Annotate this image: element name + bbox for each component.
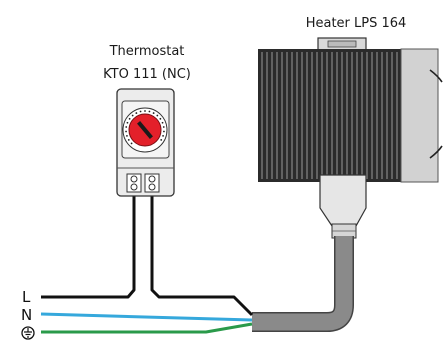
thermostat-terminals	[126, 173, 160, 193]
heater-clip-top	[429, 69, 443, 83]
scale-tick	[125, 126, 128, 128]
scale-tick	[126, 134, 128, 137]
wire-n	[40, 312, 253, 322]
heater-front-panel	[400, 48, 439, 183]
heater-label: Heater LPS 164	[306, 16, 407, 31]
heater-cap-slot	[327, 40, 357, 48]
heater-fins	[261, 52, 398, 179]
thermostat-label-line2: KTO 111 (NC)	[103, 67, 191, 82]
scale-tick	[125, 130, 127, 133]
scale-tick	[148, 110, 151, 113]
scale-tick	[162, 134, 164, 137]
thermostat-label-line1: Thermostat	[109, 44, 185, 59]
scale-tick	[160, 139, 163, 141]
scale-tick	[135, 112, 138, 114]
wires	[40, 196, 254, 334]
thermostat-scale-ticks	[125, 110, 165, 145]
heater-cable-outline	[252, 236, 354, 332]
ground-symbol-icon	[21, 326, 35, 340]
scale-tick	[161, 121, 164, 124]
scale-tick	[130, 142, 133, 145]
wire-l	[41, 196, 136, 299]
heater	[258, 37, 443, 239]
heater-cable	[252, 236, 353, 331]
wire-n-label: N	[21, 306, 32, 324]
scale-tick	[152, 112, 155, 114]
wire-pe	[41, 322, 253, 334]
thermostat-dial-slot	[137, 121, 153, 139]
heater-neck	[319, 174, 367, 227]
scale-tick	[159, 117, 162, 120]
scale-tick	[131, 114, 134, 117]
scale-tick	[128, 117, 131, 120]
wire-l-return	[150, 196, 254, 317]
scale-tick	[144, 110, 146, 112]
scale-tick	[126, 121, 129, 124]
scale-tick	[156, 114, 159, 117]
heater-clip-bottom	[429, 145, 443, 159]
wire-l-label: L	[22, 288, 31, 306]
scale-tick	[139, 110, 142, 113]
thermostat	[116, 88, 175, 197]
scale-tick	[127, 139, 130, 141]
scale-tick	[163, 130, 165, 133]
scale-tick	[162, 126, 165, 128]
